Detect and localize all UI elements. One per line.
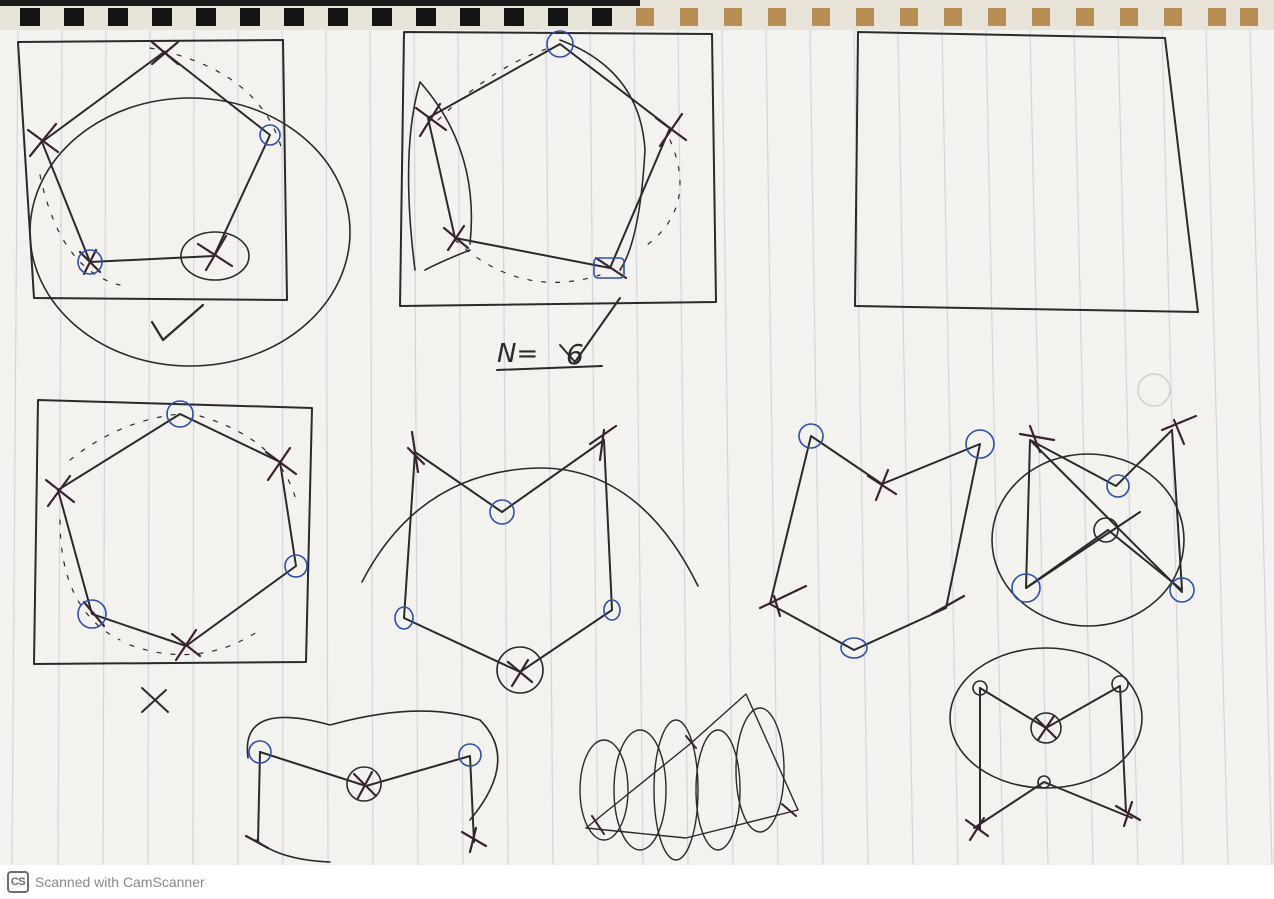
camscanner-logo-icon: CS (7, 871, 29, 893)
scanner-watermark-text: Scanned with CamScanner (35, 874, 205, 890)
sketch-bottom-trapezoid (244, 710, 499, 863)
n-value: 6 (566, 338, 584, 371)
sketch-zigzag (758, 423, 995, 659)
sketch-bottom-bow (949, 647, 1143, 842)
check-mark (150, 303, 205, 342)
sketch-bowtie (991, 373, 1198, 627)
cross-mark (141, 687, 169, 713)
notebook-page: N= 6 (0, 0, 1274, 865)
sketch-drawing: N= 6 (0, 0, 1274, 865)
sketch-scribble-loops (579, 693, 799, 861)
sketch-hexagon-crossed (33, 399, 313, 713)
sketch-pentagon-n6 (399, 30, 717, 307)
ruling-lines (11, 29, 1273, 865)
sketch-pentagon-checked (17, 39, 351, 367)
sketch-empty-box (854, 31, 1199, 313)
scanner-footer: CS Scanned with CamScanner (0, 865, 1274, 899)
n-annotation (496, 297, 621, 371)
binding-strip (0, 0, 1274, 30)
n-label: N= (497, 339, 538, 369)
sketch-notch-curve (361, 424, 699, 694)
